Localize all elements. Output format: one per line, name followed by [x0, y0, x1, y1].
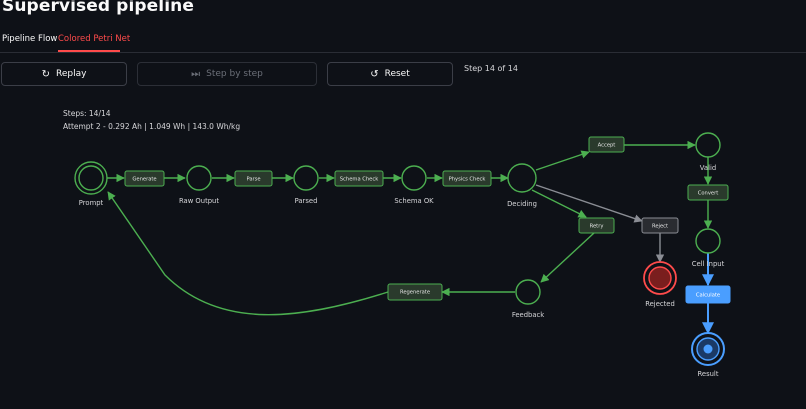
transition-generate — [124, 170, 165, 187]
transition-physics-check — [442, 170, 492, 187]
replay-icon: ↻ — [41, 68, 50, 80]
transition-schema-check — [334, 170, 384, 187]
transition-retry — [578, 217, 615, 234]
tab-colored-petri-net[interactable]: Colored Petri Net — [58, 34, 131, 44]
transition-convert — [687, 184, 729, 201]
place-feedback-label: Feedback — [512, 311, 544, 319]
place-valid — [695, 132, 721, 158]
transition-retry-label: Retry — [590, 224, 604, 230]
place-parsed-label: Parsed — [295, 197, 318, 205]
place-prompt-label: Prompt — [79, 199, 104, 207]
transition-generate-label: Generate — [132, 177, 156, 183]
transition-physics-check-label: Physics Check — [449, 177, 486, 183]
arc-deciding-reject — [535, 184, 643, 223]
transition-schema-check-label: Schema Check — [340, 177, 378, 183]
step-counter: Step 14 of 14 — [464, 64, 518, 73]
reset-button[interactable]: ↺ Reset — [327, 62, 453, 86]
transition-parse — [234, 170, 273, 187]
transition-accept-label: Accept — [598, 143, 616, 149]
place-valid-label: Valid — [700, 164, 716, 172]
reset-icon: ↺ — [370, 68, 379, 80]
place-raw-output — [186, 165, 212, 191]
replay-label: Replay — [55, 69, 87, 79]
tab-pipeline-flow[interactable]: Pipeline Flow — [2, 34, 58, 44]
arc-deciding-accept — [535, 150, 590, 171]
arc-retry-feedback — [540, 232, 595, 283]
place-prompt — [74, 161, 108, 195]
place-deciding — [507, 163, 537, 193]
step-by-step-button[interactable]: ⏭ Step by step — [137, 62, 317, 86]
place-cell-input-label: Cell Input — [692, 260, 725, 268]
transition-reject-label: Reject — [652, 224, 668, 230]
transition-calculate — [685, 285, 731, 304]
page-title: Supervised pipeline — [2, 0, 194, 16]
replay-button[interactable]: ↻ Replay — [1, 62, 127, 86]
transition-convert-label: Convert — [698, 191, 719, 197]
transition-regenerate-label: Regenerate — [400, 290, 430, 296]
place-feedback — [515, 279, 541, 305]
steps-text: Steps: 14/14 — [63, 109, 111, 118]
transition-accept — [588, 136, 625, 153]
place-rejected-label: Rejected — [645, 300, 675, 308]
step-by-step-label: Step by step — [206, 69, 263, 79]
transition-reject — [641, 217, 679, 234]
transition-calculate-label: Calculate — [696, 293, 720, 299]
place-parsed — [293, 165, 319, 191]
place-cell-input — [695, 228, 721, 254]
attempt-metrics: Attempt 2 - 0.292 Ah | 1.049 Wh | 143.0 … — [63, 122, 241, 131]
arc-deciding-retry — [531, 189, 587, 218]
place-schema-ok — [401, 165, 427, 191]
skip-forward-icon: ⏭ — [191, 68, 201, 80]
place-rejected — [643, 261, 677, 295]
reset-label: Reset — [384, 69, 410, 79]
tab-bar: Pipeline Flow Colored Petri Net — [0, 28, 806, 53]
transition-regenerate — [387, 283, 443, 301]
place-schema-ok-label: Schema OK — [394, 197, 434, 205]
place-deciding-label: Deciding — [507, 200, 537, 208]
transition-parse-label: Parse — [246, 177, 260, 183]
place-raw-output-label: Raw Output — [179, 197, 219, 205]
place-result-label: Result — [697, 370, 718, 378]
active-tab-indicator — [58, 50, 120, 52]
place-result — [691, 332, 725, 366]
arc-regenerate-prompt — [107, 191, 389, 316]
